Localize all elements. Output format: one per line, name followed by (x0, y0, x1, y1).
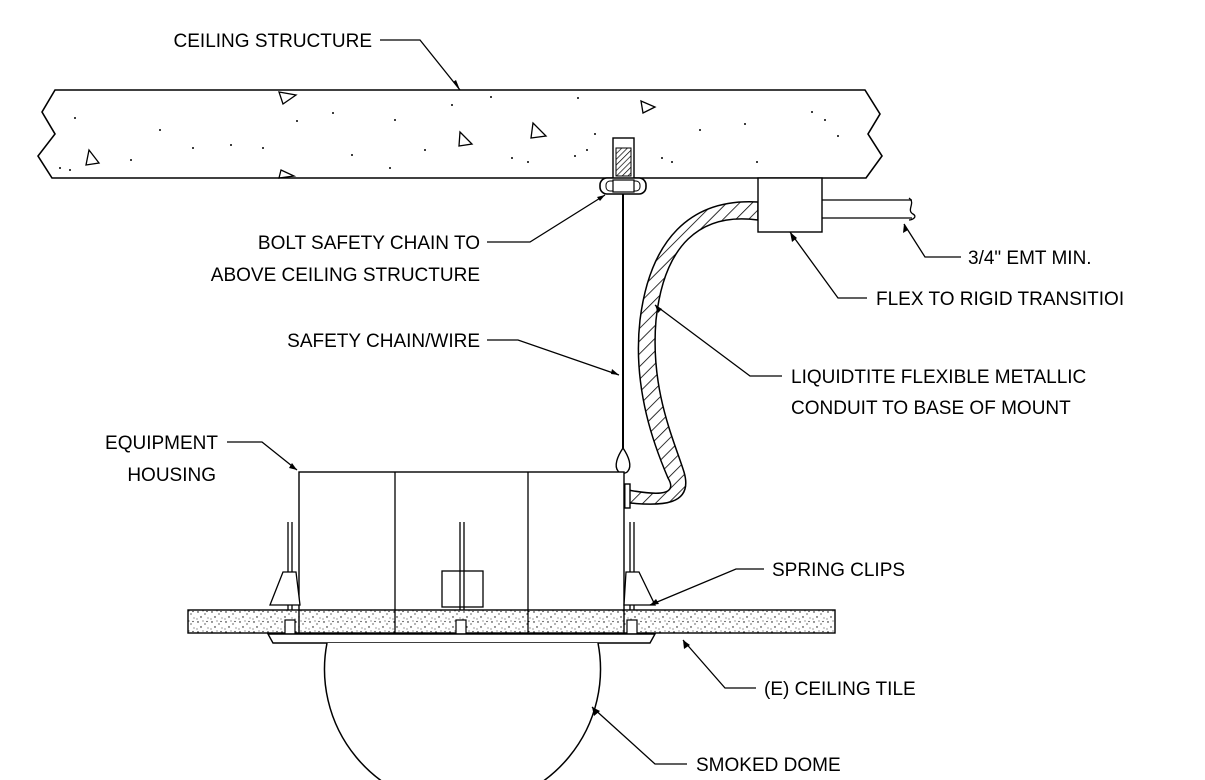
label-flex-to-rigid-transition: FLEX TO RIGID TRANSITIOI (876, 289, 1124, 310)
label-smoked-dome: SMOKED DOME (696, 755, 841, 776)
flex-to-rigid-transition-box (757, 177, 823, 233)
label-spring-clips: SPRING CLIPS (772, 560, 905, 581)
ceiling-structure-slab (37, 89, 883, 179)
liquidtite-flexible-conduit (619, 201, 759, 509)
label-liquidtite-line2: CONDUIT TO BASE OF MOUNT (791, 398, 1071, 419)
equipment-housing (298, 471, 625, 637)
spring-clip-left (269, 522, 301, 635)
label-safety-chain-wire: SAFETY CHAIN/WIRE (287, 331, 480, 352)
leader-lines (227, 39, 961, 765)
label-emt: 3/4" EMT MIN. (968, 248, 1092, 269)
spring-clip-right (623, 522, 657, 635)
label-equipment-line2: HOUSING (127, 465, 216, 486)
label-liquidtite-line1: LIQUIDTITE FLEXIBLE METALLIC (791, 367, 1086, 388)
label-bolt-safety-chain-line1: BOLT SAFETY CHAIN TO (258, 233, 480, 254)
label-ceiling-structure: CEILING STRUCTURE (174, 31, 372, 52)
label-equipment-line1: EQUIPMENT (105, 433, 218, 454)
label-ceiling-tile: (E) CEILING TILE (764, 679, 916, 700)
ceiling-tile (187, 609, 836, 634)
spring-clip-middle (455, 619, 467, 635)
emt-conduit (822, 197, 916, 221)
trim-ring (266, 633, 657, 644)
label-bolt-safety-chain-line2: ABOVE CEILING STRUCTURE (211, 265, 480, 286)
smoked-dome (323, 642, 602, 780)
